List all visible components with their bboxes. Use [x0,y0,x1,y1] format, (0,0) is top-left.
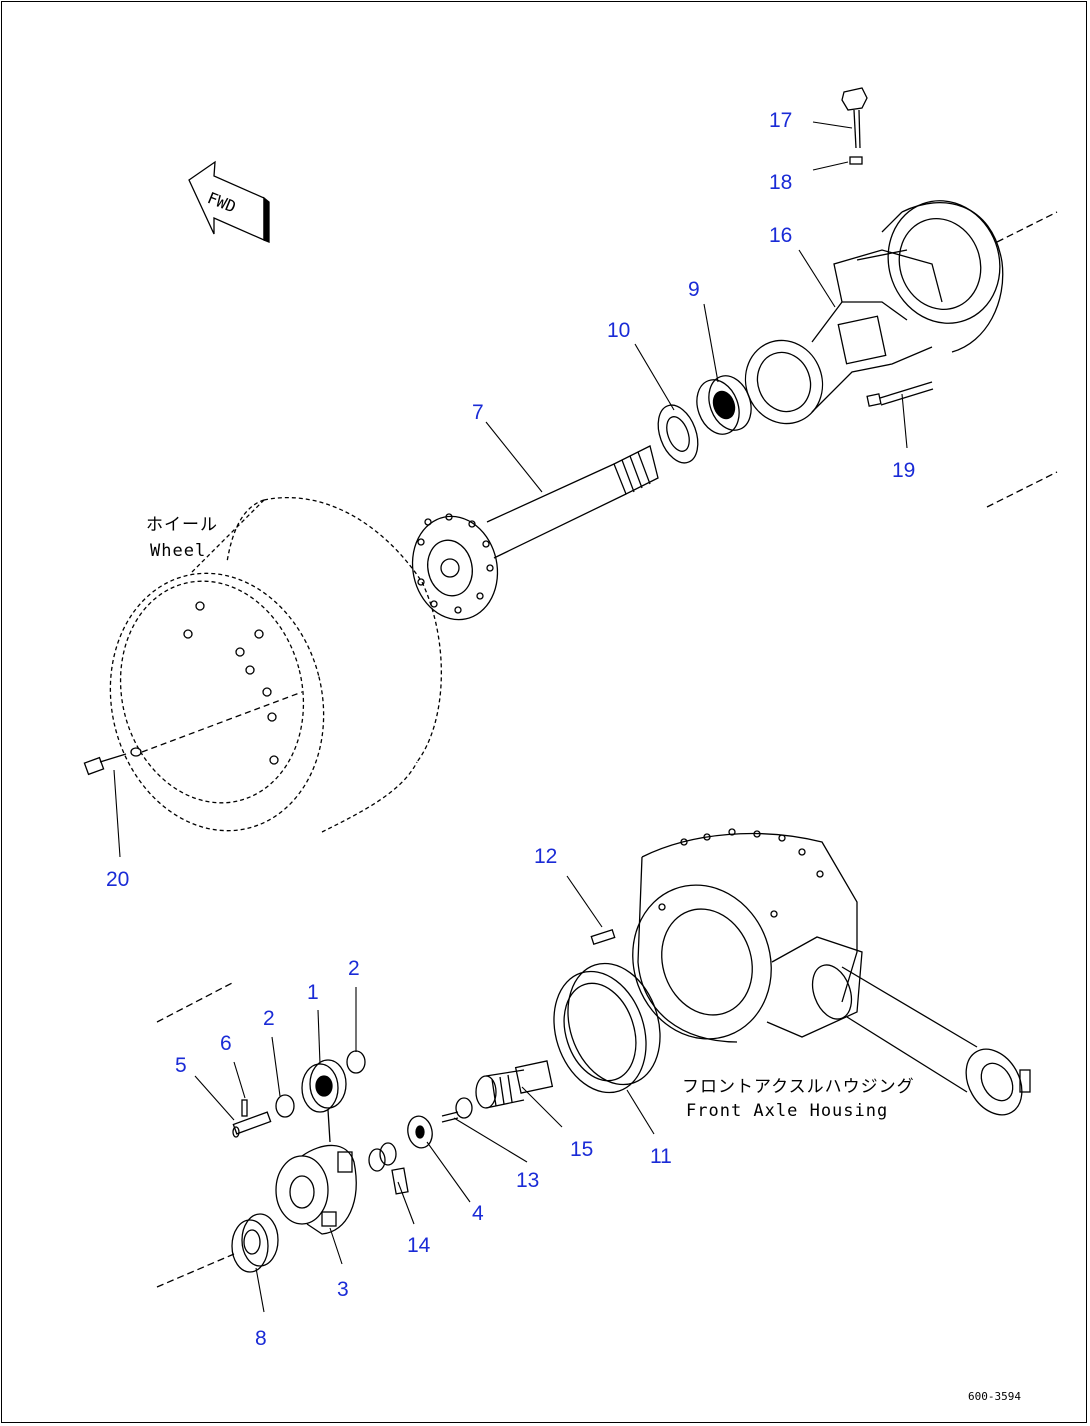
callout-13: 13 [516,1169,540,1192]
callout-9: 9 [688,278,700,301]
part-1-planet-gear [301,1059,347,1113]
wheel-axis-line [141,691,303,753]
lower-axis-line-left [156,1253,235,1288]
upper-axis-line-right [986,471,1058,508]
callout-15: 15 [570,1138,594,1161]
housing-label-en: Front Axle Housing [686,1101,889,1121]
part-20-bolt [83,747,142,776]
part-4-washer [407,1115,433,1149]
part-18-gasket [849,156,863,165]
callout-18: 18 [769,171,793,194]
part-8-nut [231,1213,279,1273]
part-3-carrier [275,1109,357,1235]
callout-20: 20 [106,868,130,891]
part-5-shaft [232,1111,272,1138]
callout-12: 12 [534,845,558,868]
callout-16: 16 [769,224,793,247]
part-9-bearing [696,375,752,435]
part-2-spacer-a [275,1094,295,1118]
part-17-plug [841,87,868,149]
leader-lines [113,121,908,1313]
part-2-spacer-b [346,1050,366,1074]
lower-axis-line-top [156,981,235,1023]
part-11-ring-gear [553,962,661,1094]
wheel-label-jp: ホイール [146,515,218,535]
callout-17: 17 [769,109,793,132]
part-10-washer [657,404,699,464]
wheel-label-en: Wheel [150,541,207,561]
part-7-axle-shaft [411,445,659,621]
part-16-axle-tube [744,200,1004,425]
part-13-bolt [441,1097,473,1123]
callout-14: 14 [407,1234,431,1257]
callout-1: 1 [307,981,319,1004]
callout-2a: 2 [348,957,360,980]
fwd-arrow-icon: FWD [188,160,270,243]
callout-7: 7 [472,401,484,424]
callout-6: 6 [220,1032,232,1055]
front-axle-housing [632,828,1031,1116]
callout-4: 4 [472,1202,484,1225]
callout-3: 3 [337,1278,349,1301]
wheel-outline [109,496,443,833]
part-14-shim [368,1142,409,1195]
part-6-pin [241,1099,248,1117]
part-12-pin [590,928,616,946]
callout-10: 10 [607,319,631,342]
callout-11: 11 [650,1145,672,1168]
callout-8: 8 [255,1327,267,1350]
wheel-bolt-holes [183,601,279,765]
housing-label-jp: フロントアクスルハウジング [682,1077,915,1097]
callout-5: 5 [175,1054,187,1077]
part-19-bolt [866,381,934,407]
callout-2b: 2 [263,1007,275,1030]
callout-19: 19 [892,459,916,482]
drawing-code: 600-3594 [968,1390,1021,1403]
part-15-sun-gear [475,1060,554,1109]
tube-axis-line [996,211,1058,243]
